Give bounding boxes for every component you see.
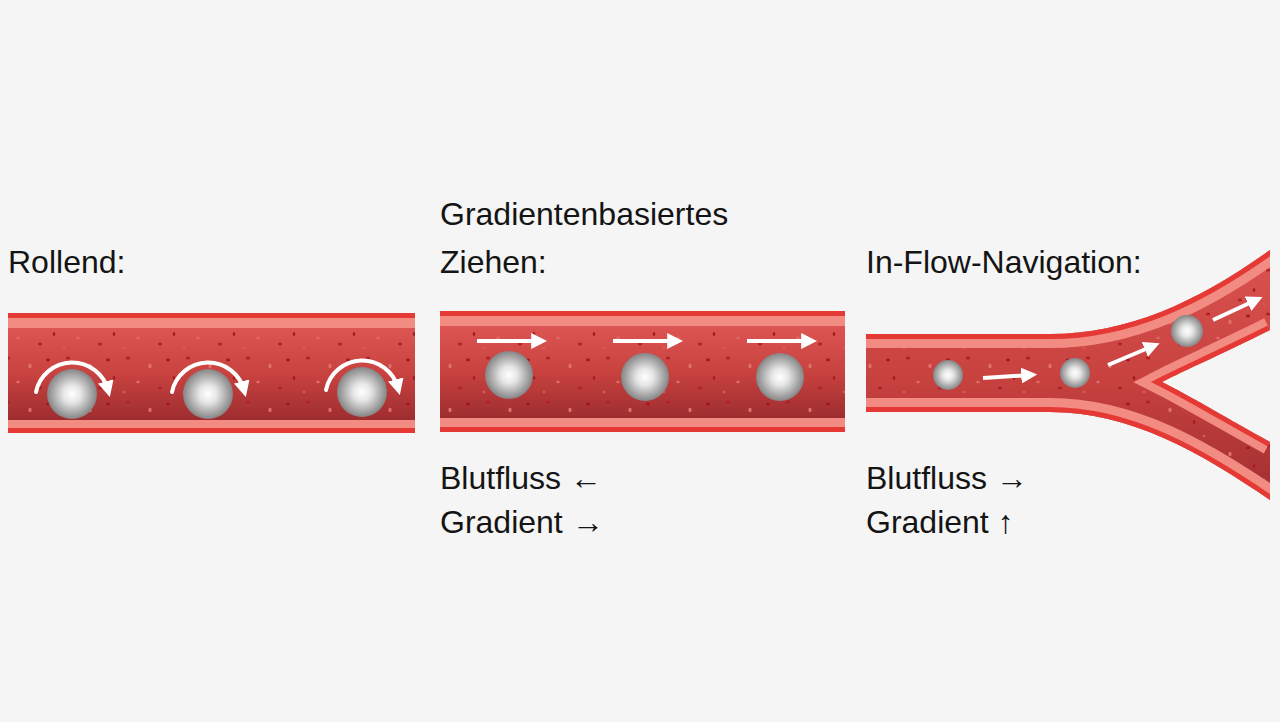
branching-vessel (866, 240, 1276, 510)
pulled-microrobots (477, 341, 810, 401)
rolling-microrobots (36, 360, 398, 419)
flow-label: Blutfluss → (866, 454, 1266, 502)
panel-title: In-Flow-Navigation: (866, 238, 1266, 286)
panel-title: Gradientenbasiertes Ziehen: (440, 190, 820, 286)
blood-vessel (440, 311, 845, 432)
gradient-label: Gradient ↑ (866, 498, 1266, 546)
blood-vessel (8, 313, 415, 433)
panel-title: Rollend: (8, 238, 408, 286)
navigating-microrobots (933, 300, 1256, 390)
gradient-label: Gradient → (440, 498, 840, 546)
flow-label: Blutfluss ← (440, 454, 840, 502)
